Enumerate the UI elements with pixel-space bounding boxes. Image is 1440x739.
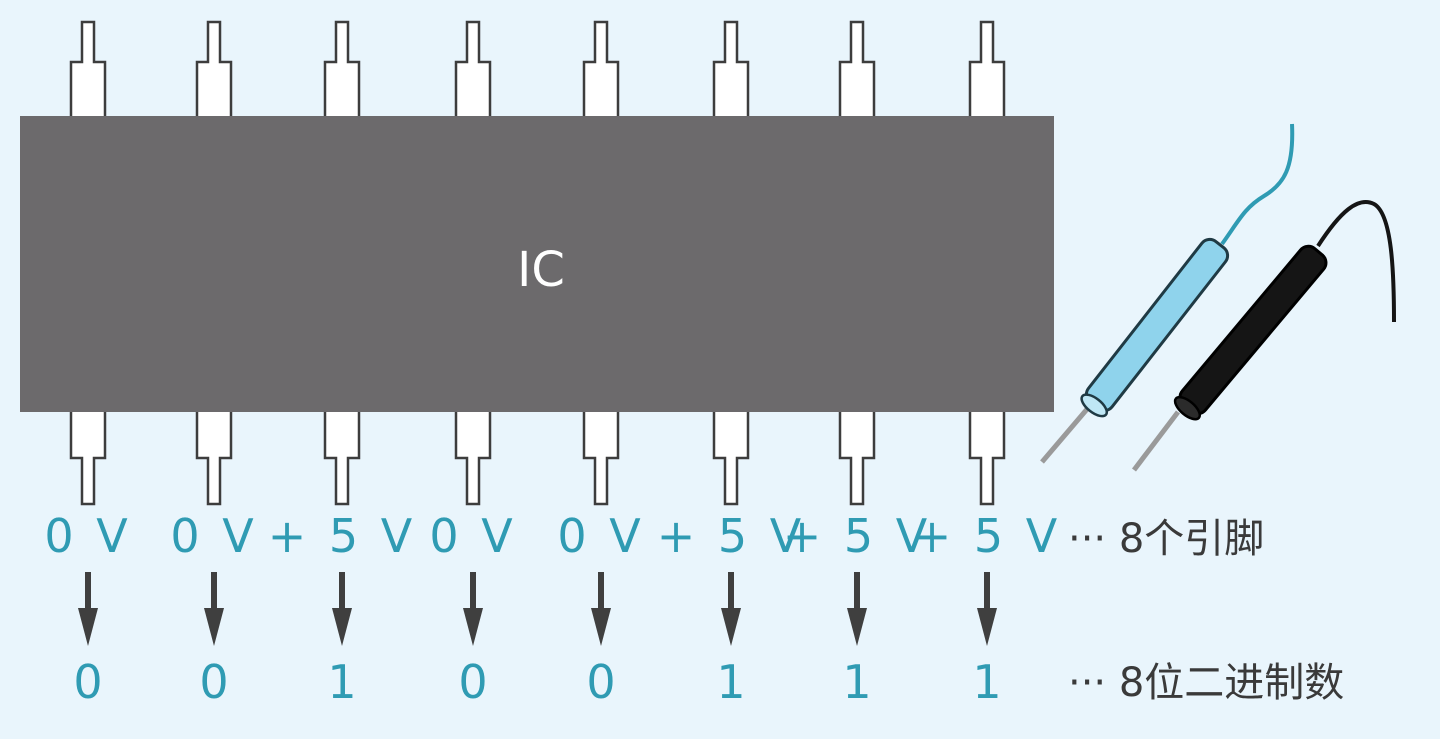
arrow-down-icon bbox=[78, 608, 98, 646]
voltage-label-5: 0 V bbox=[557, 509, 644, 563]
voltage-label-4: 0 V bbox=[429, 509, 516, 563]
top-pins bbox=[69, 20, 1006, 120]
bottom-pin-8 bbox=[968, 408, 1006, 506]
positive-probe-handle bbox=[1080, 237, 1230, 418]
pins-note: ··· 8个引脚 bbox=[1068, 516, 1264, 562]
voltage-label-1: 0 V bbox=[44, 509, 131, 563]
positive-probe bbox=[1040, 123, 1295, 464]
top-pin-6 bbox=[712, 20, 750, 120]
top-pin-1 bbox=[69, 20, 107, 120]
top-pin-8 bbox=[968, 20, 1006, 120]
top-pin-7 bbox=[838, 20, 876, 120]
bottom-pin-3 bbox=[323, 408, 361, 506]
bit-label-3: 1 bbox=[327, 655, 356, 709]
voltage-label-3: + 5 V bbox=[268, 509, 417, 563]
arrow-down-icon bbox=[463, 608, 483, 646]
positive-probe-tip bbox=[1040, 406, 1090, 464]
arrow-down-icon bbox=[977, 608, 997, 646]
bit-labels: 0 0 1 0 0 1 1 1 bbox=[73, 655, 1001, 709]
bit-label-1: 0 bbox=[73, 655, 102, 709]
bottom-pin-7 bbox=[838, 408, 876, 506]
ic-chip-label: IC bbox=[517, 242, 565, 298]
bit-label-6: 1 bbox=[716, 655, 745, 709]
top-pin-4 bbox=[454, 20, 492, 120]
bit-label-7: 1 bbox=[842, 655, 871, 709]
bottom-pins bbox=[69, 408, 1006, 506]
top-pin-5 bbox=[582, 20, 620, 120]
negative-probe-tip bbox=[1132, 410, 1180, 472]
bit-label-8: 1 bbox=[972, 655, 1001, 709]
voltage-label-8: + 5 V bbox=[913, 509, 1062, 563]
ic-chip-body bbox=[20, 116, 1054, 412]
bit-label-4: 0 bbox=[458, 655, 487, 709]
conversion-arrows bbox=[78, 572, 997, 646]
bottom-pin-4 bbox=[454, 408, 492, 506]
bottom-pin-2 bbox=[195, 408, 233, 506]
top-pin-2 bbox=[195, 20, 233, 120]
negative-probe-wire bbox=[1316, 200, 1396, 323]
voltage-label-2: 0 V bbox=[170, 509, 257, 563]
bit-label-2: 0 bbox=[199, 655, 228, 709]
negative-probe bbox=[1132, 200, 1396, 472]
bottom-pin-5 bbox=[582, 408, 620, 506]
bottom-pin-6 bbox=[712, 408, 750, 506]
arrow-down-icon bbox=[591, 608, 611, 646]
voltage-label-7: + 5 V bbox=[783, 509, 932, 563]
bottom-pin-1 bbox=[69, 408, 107, 506]
arrow-down-icon bbox=[847, 608, 867, 646]
positive-probe-wire bbox=[1220, 123, 1295, 246]
top-pin-3 bbox=[323, 20, 361, 120]
arrow-down-icon bbox=[332, 608, 352, 646]
arrow-down-icon bbox=[204, 608, 224, 646]
bit-label-5: 0 bbox=[586, 655, 615, 709]
arrow-down-icon bbox=[721, 608, 741, 646]
negative-probe-handle bbox=[1173, 244, 1328, 421]
voltage-label-6: + 5 V bbox=[657, 509, 806, 563]
bits-note: ··· 8位二进制数 bbox=[1068, 660, 1344, 706]
